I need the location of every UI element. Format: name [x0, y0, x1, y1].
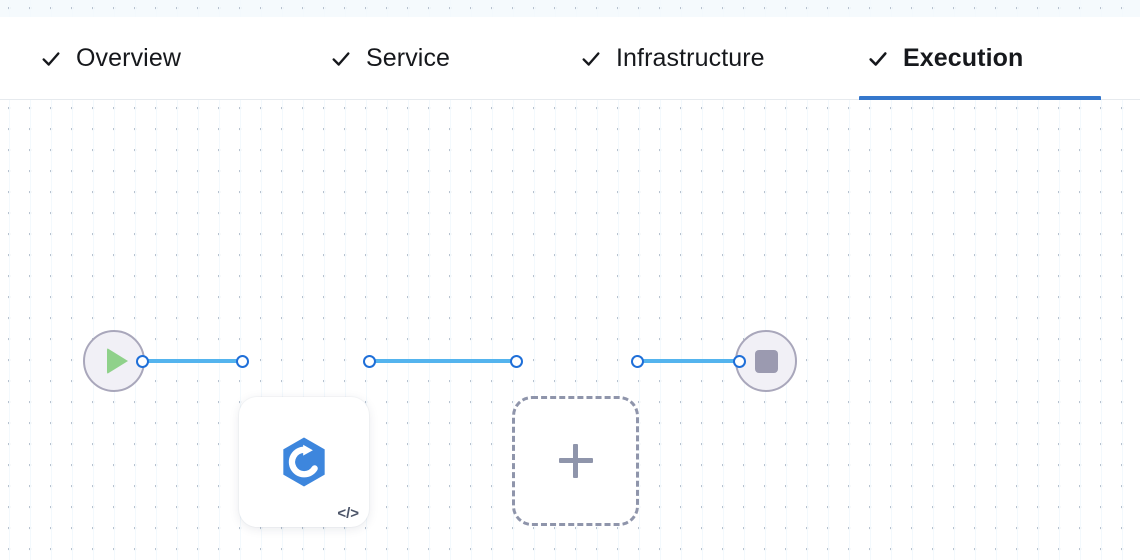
end-node-input-handle[interactable]	[733, 355, 746, 368]
tab-service-label: Service	[366, 44, 451, 72]
add-step-output-handle[interactable]	[631, 355, 644, 368]
tab-execution-label: Execution	[903, 44, 1024, 72]
plus-icon	[558, 444, 593, 478]
edge-rollout-to-add-step[interactable]	[369, 359, 517, 363]
edge-add-step-to-end[interactable]	[637, 359, 739, 363]
check-icon	[869, 51, 887, 66]
rollout-node-output-handle[interactable]	[363, 355, 376, 368]
tab-infrastructure[interactable]: Infrastructure	[572, 17, 832, 100]
tab-infrastructure-label: Infrastructure	[616, 44, 765, 72]
check-icon	[332, 51, 350, 66]
add-step-node[interactable]	[512, 396, 639, 526]
active-tab-underline	[859, 96, 1101, 101]
pipeline-flow-graph: </> Rollout Deployment Add step	[0, 100, 1140, 560]
play-icon	[107, 348, 128, 374]
pipeline-stage-tabbar: Overview Service Infrastructure Executio…	[0, 17, 1140, 101]
tab-overview-label: Overview	[76, 44, 181, 72]
step-node-rollout-deployment[interactable]: </>	[239, 397, 369, 527]
add-step-input-handle[interactable]	[510, 355, 523, 368]
rollout-deployment-icon	[283, 437, 325, 487]
tab-overview[interactable]: Overview	[32, 17, 252, 100]
edge-start-to-rollout[interactable]	[142, 359, 242, 363]
rollout-node-input-handle[interactable]	[236, 355, 249, 368]
stop-icon	[754, 349, 778, 373]
tab-execution[interactable]: Execution	[859, 17, 1101, 101]
code-snippet-badge: </>	[337, 505, 359, 522]
tab-service[interactable]: Service	[322, 17, 502, 100]
check-icon	[42, 51, 60, 66]
start-node-output-handle[interactable]	[136, 355, 149, 368]
check-icon	[582, 51, 600, 66]
canvas-grid-top-strip	[0, 0, 1140, 17]
